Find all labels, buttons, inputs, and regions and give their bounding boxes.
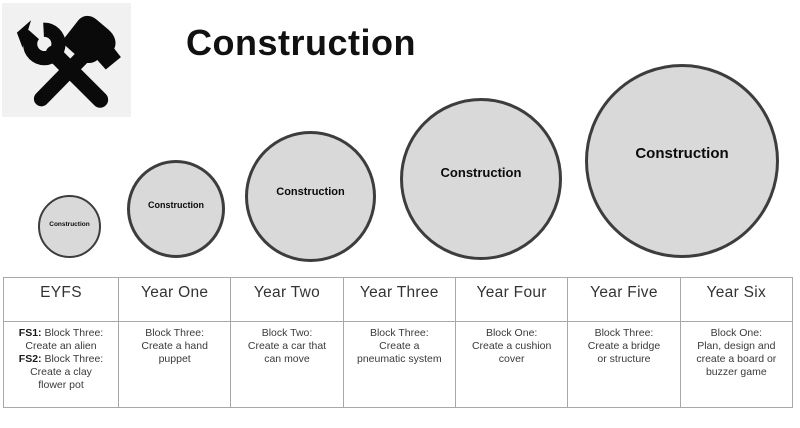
cell-year-four: Block One: Create a cushion cover <box>454 321 569 408</box>
header-year-one: Year One <box>117 277 232 322</box>
fs2-text: Block Three: Create a clay flower pot <box>30 353 104 391</box>
header-year-three: Year Three <box>342 277 456 322</box>
header-year-six: Year Six <box>679 277 794 322</box>
header-year-four: Year Four <box>454 277 569 322</box>
cell-year-three: Block Three: Create a pneumatic system <box>342 321 456 408</box>
cell-year-two: Block Two: Create a car that can move <box>230 321 344 408</box>
header-year-two: Year Two <box>230 277 344 322</box>
cell-eyfs: FS1: Block Three: Create an alien FS2: B… <box>3 321 119 408</box>
progression-circle-3: Construction <box>245 131 376 262</box>
progression-circle-2: Construction <box>127 160 225 258</box>
page-title: Construction <box>186 22 416 63</box>
progression-circle-4: Construction <box>400 98 562 260</box>
fs1-label: FS1: <box>18 327 42 339</box>
progression-circle-2-label: Construction <box>148 200 204 211</box>
cell-year-one: Block Three: Create a hand puppet <box>117 321 232 408</box>
block-detail-row: FS1: Block Three: Create an alien FS2: B… <box>3 321 794 408</box>
progression-circle-3-label: Construction <box>276 185 345 198</box>
progression-circle-4-label: Construction <box>440 165 522 181</box>
cell-year-five: Block Three: Create a bridge or structur… <box>567 321 681 408</box>
header-year-five: Year Five <box>567 277 681 322</box>
year-header-row: EYFS Year One Year Two Year Three Year F… <box>3 277 794 322</box>
header-eyfs: EYFS <box>3 277 119 322</box>
progression-circle-1-label: Construction <box>49 220 90 228</box>
fs2-label: FS2: <box>18 353 42 365</box>
hammer-wrench-icon <box>9 8 121 108</box>
progression-circle-1: Construction <box>38 195 101 258</box>
progression-circle-5-label: Construction <box>635 144 729 162</box>
curriculum-table: EYFS Year One Year Two Year Three Year F… <box>3 277 794 408</box>
progression-circle-5: Construction <box>585 64 779 258</box>
cell-year-six: Block One: Plan, design and create a boa… <box>679 321 794 408</box>
icon-container <box>2 3 131 117</box>
fs1-text: Block Three: Create an alien <box>25 327 104 352</box>
